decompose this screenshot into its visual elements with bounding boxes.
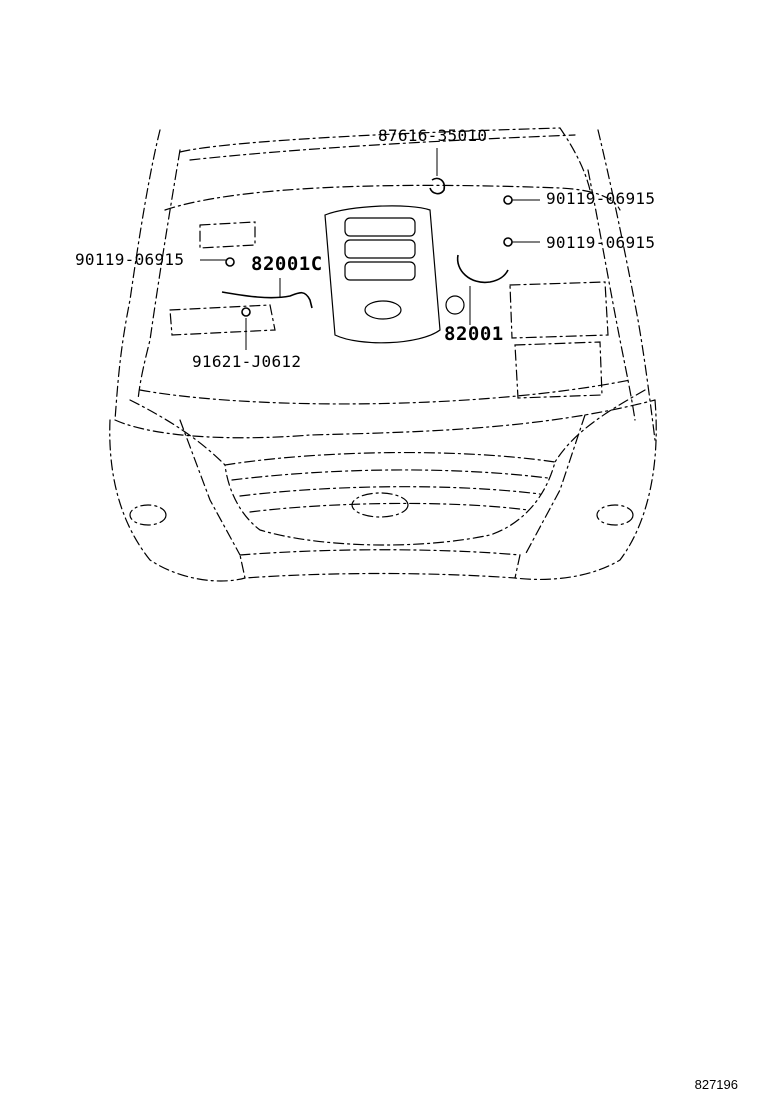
grille-bar-1: [231, 469, 549, 481]
fog-lamp-left: [129, 504, 167, 526]
label-82001: 82001: [444, 323, 504, 345]
radiator-support: [139, 379, 631, 405]
oil-cap: [445, 295, 465, 315]
grille-emblem: [351, 492, 409, 518]
clamp-87616: [429, 177, 446, 195]
battery: [514, 341, 603, 399]
left-fender-inner: [137, 149, 181, 401]
label-87616-35010: 87616-35010: [378, 126, 488, 145]
headlight-left: [129, 399, 226, 466]
hood-inner-edge: [189, 134, 576, 161]
fascia-left: [179, 419, 241, 556]
label-91621-J0612: 91621-J0612: [192, 352, 302, 371]
grille-outer: [224, 451, 556, 546]
engine-emblem: [364, 300, 402, 320]
engine-fin-1: [344, 217, 416, 237]
grille-bar-3: [249, 502, 529, 513]
label-90119-06915-left: 90119-06915: [75, 250, 185, 269]
bolt-right-top: [503, 195, 513, 205]
lower-intake: [239, 549, 521, 579]
nut-91621: [241, 307, 251, 317]
label-90119-06915-right-top: 90119-06915: [546, 189, 656, 208]
fog-lamp-right: [596, 504, 634, 526]
grille-bar-2: [239, 486, 541, 497]
headlight-right: [554, 389, 646, 463]
diagram-reference-number: 827196: [694, 1077, 738, 1092]
battery-tray: [509, 281, 609, 339]
bumper-top: [114, 399, 656, 439]
engine-cover: [324, 205, 441, 344]
harness-82001: [456, 254, 509, 284]
label-90119-06915-right-mid: 90119-06915: [546, 233, 656, 252]
hood-outline: [179, 127, 591, 191]
bumper-right: [514, 399, 657, 580]
fascia-right: [524, 414, 586, 556]
left-fender: [114, 129, 161, 421]
bumper-left: [109, 419, 246, 582]
left-panel: [169, 304, 276, 336]
right-fender: [597, 129, 656, 441]
cowl-line: [164, 184, 621, 211]
label-82001C: 82001C: [251, 253, 323, 275]
engine-fin-2: [344, 239, 416, 259]
left-box: [199, 221, 256, 249]
engine-fin-3: [344, 261, 416, 281]
bolt-left: [225, 257, 235, 267]
bolt-right-mid: [503, 237, 513, 247]
right-fender-inner: [587, 169, 636, 421]
harness-82001C: [221, 291, 313, 309]
